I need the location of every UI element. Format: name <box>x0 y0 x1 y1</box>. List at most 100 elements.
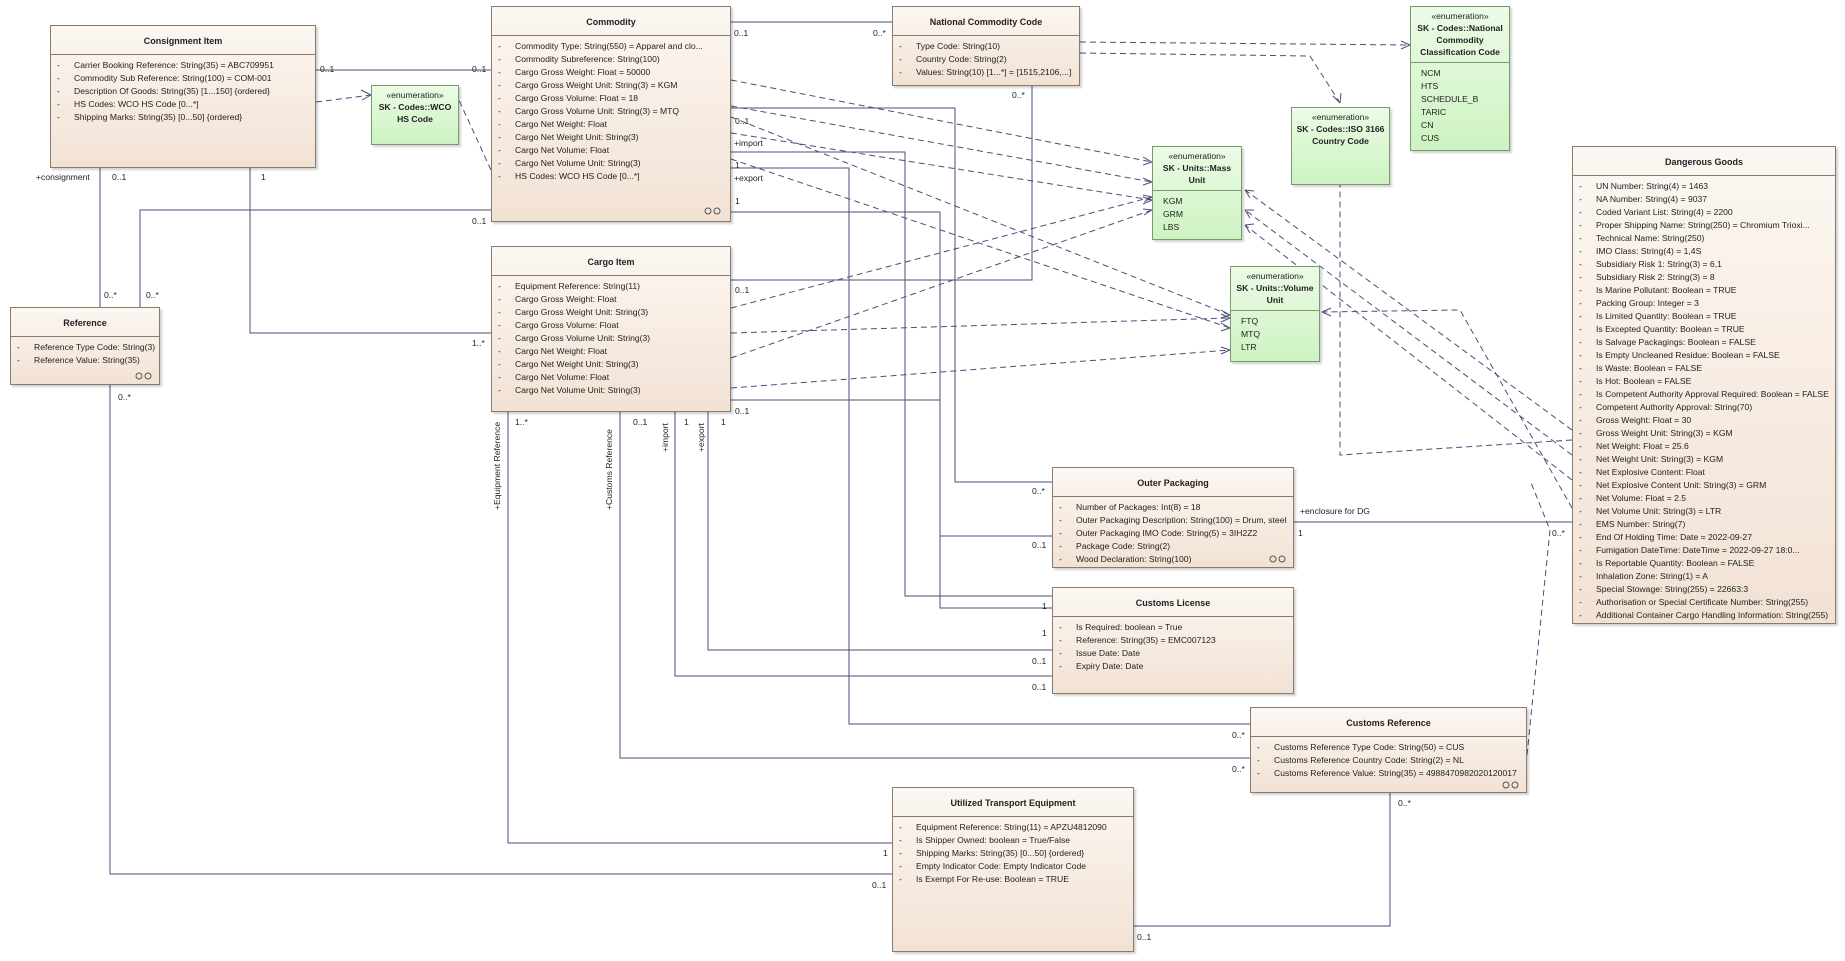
enum-stereotype: «enumeration» <box>1311 112 1370 122</box>
attribute: Is Waste: Boolean = FALSE <box>1573 362 1835 375</box>
multiplicity-label: 1..* <box>472 338 485 348</box>
attribute: Is Reportable Quantity: Boolean = FALSE <box>1573 557 1835 570</box>
attribute: Net Weight Unit: String(3) = KGM <box>1573 453 1835 466</box>
assoc-cargoitem-license-import <box>674 412 1052 677</box>
enum-literal: CN <box>1421 120 1434 130</box>
class-outer-packaging[interactable]: Outer Packaging Number of Packages: Int(… <box>1052 467 1294 568</box>
attribute: Cargo Gross Volume: Float <box>492 319 730 332</box>
attribute: Wood Declaration: String(100) <box>1053 553 1293 566</box>
enum-literal: MTQ <box>1241 329 1261 339</box>
attribute: UN Number: String(4) = 1463 <box>1573 180 1835 193</box>
attribute: Values: String(10) [1...*] = [1515,2106,… <box>893 66 1079 79</box>
attribute: Competent Authority Approval: String(70) <box>1573 401 1835 414</box>
attribute: Commodity Type: String(550) = Apparel an… <box>492 40 730 53</box>
dep-commodity-massunit-2 <box>730 105 1153 183</box>
role-label: +Equipment Reference <box>492 421 502 510</box>
multiplicity-label: 0..* <box>1032 486 1045 496</box>
attribute: IMO Class: String(4) = 1,4S <box>1573 245 1835 258</box>
attribute: Cargo Gross Weight: Float <box>492 293 730 306</box>
multiplicity-label: 1 <box>1298 528 1303 538</box>
attribute: Cargo Gross Volume Unit: String(3) <box>492 332 730 345</box>
class-national-commodity-code[interactable]: National Commodity Code Type Code: Strin… <box>892 6 1080 86</box>
enum-literals: FTQ MTQ LTR <box>1231 310 1319 354</box>
multiplicity-label: 0..1 <box>1032 540 1047 550</box>
enum-name: SK - Codes::ISO 3166 Country Code <box>1296 124 1385 146</box>
class-title: Dangerous Goods <box>1664 157 1743 167</box>
attribute: Equipment Reference: String(11) = APZU48… <box>893 821 1133 834</box>
attribute: Net Weight: Float = 25.6 <box>1573 440 1835 453</box>
enum-wco-hs-code[interactable]: «enumeration» SK - Codes::WCO HS Code <box>371 85 459 145</box>
collapse-toggle-icon[interactable] <box>133 372 155 380</box>
attribute-list: Customs Reference Type Code: String(50) … <box>1251 736 1526 780</box>
enum-literal: FTQ <box>1241 316 1259 326</box>
attribute: Commodity Sub Reference: String(100) = C… <box>51 72 315 85</box>
class-commodity[interactable]: Commodity Commodity Type: String(550) = … <box>491 6 731 222</box>
enum-stereotype: «enumeration» <box>1431 11 1489 21</box>
enum-national-commodity-classification-code[interactable]: «enumeration» SK - Codes::National Commo… <box>1410 6 1510 151</box>
attribute: Is Shipper Owned: boolean = True/False <box>893 834 1133 847</box>
class-customs-reference[interactable]: Customs Reference Customs Reference Type… <box>1250 707 1527 793</box>
multiplicity-label: 0..1 <box>872 880 887 890</box>
collapse-toggle-icon[interactable] <box>702 207 724 215</box>
enum-volume-unit[interactable]: «enumeration» SK - Units::Volume Unit FT… <box>1230 266 1320 362</box>
class-reference[interactable]: Reference Reference Type Code: String(3)… <box>10 307 160 385</box>
class-dangerous-goods[interactable]: Dangerous Goods UN Number: String(4) = 1… <box>1572 146 1836 624</box>
attribute-list: UN Number: String(4) = 1463 NA Number: S… <box>1573 175 1835 622</box>
attribute: Customs Reference Type Code: String(50) … <box>1251 741 1526 754</box>
assoc-reference-ute <box>109 385 892 875</box>
attribute: EMS Number: String(7) <box>1573 518 1835 531</box>
multiplicity-label: 0..* <box>1398 798 1411 808</box>
multiplicity-label: 1 <box>735 160 740 170</box>
enum-stereotype: «enumeration» <box>1246 271 1304 281</box>
attribute: Net Explosive Content: Float <box>1573 466 1835 479</box>
attribute-list: Carrier Booking Reference: String(35) = … <box>51 54 315 124</box>
multiplicity-label: 1 <box>261 172 266 182</box>
collapse-toggle-icon[interactable] <box>1500 781 1522 789</box>
multiplicity-label: 0..1 <box>472 64 487 74</box>
class-title: Reference <box>63 318 107 328</box>
enum-mass-unit[interactable]: «enumeration» SK - Units::Mass Unit KGM … <box>1152 146 1242 240</box>
class-title: Customs Reference <box>1346 718 1431 728</box>
attribute: Authorisation or Special Certificate Num… <box>1573 596 1835 609</box>
dep-cargoitem-volumeunit-2 <box>730 349 1231 389</box>
assoc-ncc-cargoitem <box>731 86 1033 281</box>
multiplicity-label: 0..* <box>118 392 131 402</box>
attribute: Cargo Gross Weight: Float = 50000 <box>492 66 730 79</box>
attribute: Commodity Subreference: String(100) <box>492 53 730 66</box>
attribute: HS Codes: WCO HS Code [0...*] <box>492 170 730 183</box>
attribute: Carrier Booking Reference: String(35) = … <box>51 59 315 72</box>
attribute: Is Limited Quantity: Boolean = TRUE <box>1573 310 1835 323</box>
multiplicity-label: 1 <box>883 848 888 858</box>
attribute: Empty Indicator Code: Empty Indicator Co… <box>893 860 1133 873</box>
enum-literal: NCM <box>1421 68 1441 78</box>
assoc-ute-cr <box>1134 790 1391 927</box>
enum-iso-3166-country-code[interactable]: «enumeration» SK - Codes::ISO 3166 Count… <box>1291 107 1390 185</box>
assoc-cargoitem-cr <box>619 412 1250 759</box>
multiplicity-label: 1 <box>721 417 726 427</box>
class-utilized-transport-equipment[interactable]: Utilized Transport Equipment Equipment R… <box>892 787 1134 952</box>
attribute: HS Codes: WCO HS Code [0...*] <box>51 98 315 111</box>
multiplicity-label: 0..* <box>1232 730 1245 740</box>
enum-literal: SCHEDULE_B <box>1421 94 1479 104</box>
enum-literal: HTS <box>1421 81 1439 91</box>
attribute: Special Stowage: String(255) = 22663:3 <box>1573 583 1835 596</box>
multiplicity-label: 1..* <box>515 417 528 427</box>
collapse-toggle-icon[interactable] <box>1267 555 1289 563</box>
attribute: Technical Name: String(250) <box>1573 232 1835 245</box>
enum-name: SK - Codes::WCO HS Code <box>378 102 452 124</box>
class-consignment-item[interactable]: Consignment Item Carrier Booking Referen… <box>50 25 316 168</box>
attribute: Net Explosive Content Unit: String(3) = … <box>1573 479 1835 492</box>
attribute: Cargo Net Volume Unit: String(3) <box>492 157 730 170</box>
class-customs-license[interactable]: Customs License Is Required: boolean = T… <box>1052 587 1294 694</box>
attribute: Proper Shipping Name: String(250) = Chro… <box>1573 219 1835 232</box>
dep-cr-iso3166 <box>1526 479 1551 756</box>
attribute: Description Of Goods: String(35) [1...15… <box>51 85 315 98</box>
multiplicity-label: 0..1 <box>112 172 127 182</box>
attribute: Is Excepted Quantity: Boolean = TRUE <box>1573 323 1835 336</box>
multiplicity-label: 1 <box>735 196 740 206</box>
attribute: Is Required: boolean = True <box>1053 621 1293 634</box>
enum-name: SK - Codes::National Commodity Classific… <box>1417 23 1503 57</box>
multiplicity-label: 0..1 <box>633 417 648 427</box>
class-cargo-item[interactable]: Cargo Item Equipment Reference: String(1… <box>491 246 731 412</box>
enum-literals: NCM HTS SCHEDULE_B TARIC CN CUS <box>1411 62 1509 145</box>
